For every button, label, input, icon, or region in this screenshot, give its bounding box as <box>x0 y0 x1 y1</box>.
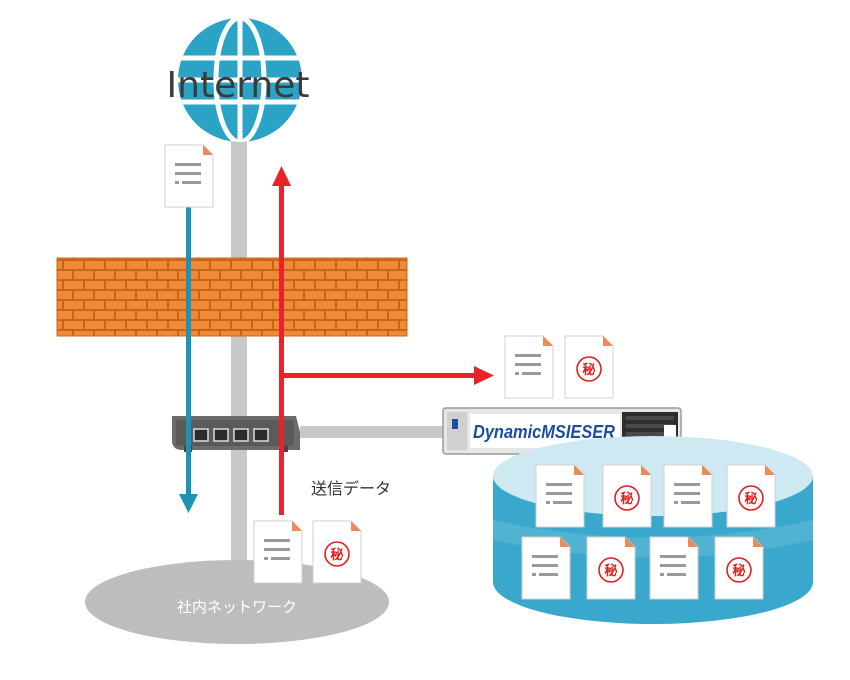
appliance-brand-label: DynamicMSIESER <box>473 422 615 442</box>
firewall-brick-wall <box>56 257 408 337</box>
stored-document-icon <box>521 536 571 600</box>
outgoing-document-icon <box>253 520 303 584</box>
stored-secret-document-icon: 秘 <box>726 464 776 528</box>
network-backbone-pole <box>231 135 247 575</box>
transit-secret-document-icon: 秘 <box>564 335 614 399</box>
stored-document-icon <box>649 536 699 600</box>
globe-icon <box>178 18 302 142</box>
internal-network-label: 社内ネットワーク <box>177 598 297 616</box>
send-data-label: 送信データ <box>311 479 391 498</box>
svg-text:秘: 秘 <box>732 563 745 579</box>
outbound-data-arrow <box>272 166 291 515</box>
inbound-data-arrow <box>179 196 198 513</box>
outgoing-secret-document-icon: 秘 <box>312 520 362 584</box>
network-switch <box>172 416 300 452</box>
inbound-document-icon <box>164 144 214 208</box>
svg-text:秘: 秘 <box>744 491 757 507</box>
svg-text:秘: 秘 <box>620 491 633 507</box>
stored-secret-document-icon: 秘 <box>586 536 636 600</box>
stored-document-icon <box>535 464 585 528</box>
forward-to-appliance-arrow <box>284 366 494 385</box>
internet-label: Internet <box>167 65 310 106</box>
appliance-connector <box>300 426 450 438</box>
svg-text:秘: 秘 <box>330 547 343 563</box>
switch-ports <box>193 428 269 442</box>
svg-text:秘: 秘 <box>582 362 595 378</box>
stored-document-icon <box>663 464 713 528</box>
stored-secret-document-icon: 秘 <box>602 464 652 528</box>
transit-document-icon <box>504 335 554 399</box>
svg-text:秘: 秘 <box>604 563 617 579</box>
stored-secret-document-icon: 秘 <box>714 536 764 600</box>
